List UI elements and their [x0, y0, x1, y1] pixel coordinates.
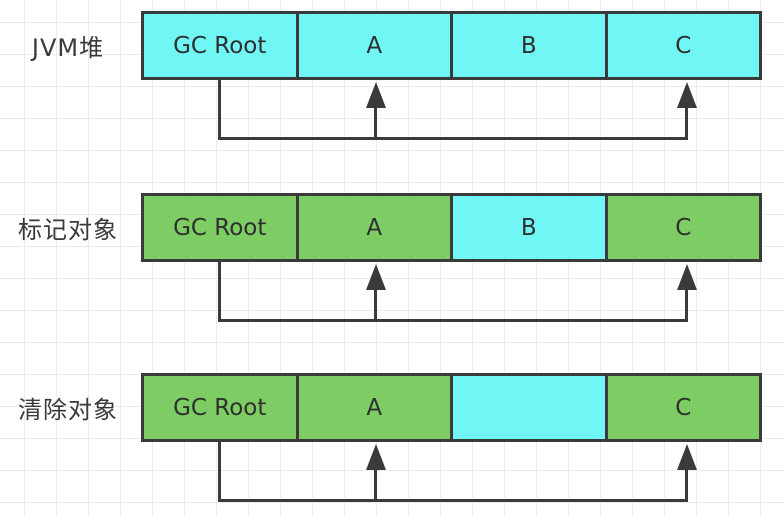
heap-bar: GC Root A B C: [141, 193, 762, 262]
heap-bar: GC Root A C: [141, 373, 762, 442]
heap-cell-c: C: [604, 14, 759, 77]
connector-horizontal: [218, 137, 688, 140]
arrowhead-a-icon: [366, 82, 386, 108]
connector-horizontal: [218, 499, 688, 502]
row-label-sweep-objects: 清除对象: [18, 396, 118, 424]
row-sweep-objects: 清除对象 GC Root A C: [0, 373, 784, 516]
row-mark-objects: 标记对象 GC Root A B C: [0, 193, 784, 343]
arrowhead-a-icon: [366, 264, 386, 290]
heap-cell-b-cleared: [450, 376, 605, 439]
heap-cell-a: A: [295, 14, 450, 77]
heap-cell-a: A: [295, 196, 450, 259]
heap-bar: GC Root A B C: [141, 11, 762, 80]
arrow-gc-root-to-c: [685, 106, 688, 140]
arrowhead-a-icon: [366, 444, 386, 470]
arrow-gc-root-to-a: [374, 106, 377, 140]
heap-cell-a: A: [295, 376, 450, 439]
heap-cell-b: B: [450, 14, 605, 77]
heap-cell-gc-root: GC Root: [144, 196, 296, 259]
heap-cell-b: B: [450, 196, 605, 259]
connector-down-from-gc-root: [218, 262, 221, 322]
row-label-jvm-heap: JVM堆: [31, 34, 105, 62]
arrowhead-c-icon: [677, 264, 697, 290]
heap-cell-gc-root: GC Root: [144, 376, 296, 439]
heap-cell-c: C: [604, 196, 759, 259]
arrow-gc-root-to-c: [685, 468, 688, 502]
row-jvm-heap: JVM堆 GC Root A B C: [0, 11, 784, 161]
arrow-gc-root-to-a: [374, 288, 377, 322]
arrowhead-c-icon: [677, 82, 697, 108]
arrow-gc-root-to-a: [374, 468, 377, 502]
connector-down-from-gc-root: [218, 442, 221, 502]
connector-down-from-gc-root: [218, 80, 221, 140]
arrowhead-c-icon: [677, 444, 697, 470]
heap-cell-gc-root: GC Root: [144, 14, 296, 77]
connector-horizontal: [218, 319, 688, 322]
row-label-mark-objects: 标记对象: [18, 216, 118, 244]
heap-cell-c: C: [604, 376, 759, 439]
arrow-gc-root-to-c: [685, 288, 688, 322]
